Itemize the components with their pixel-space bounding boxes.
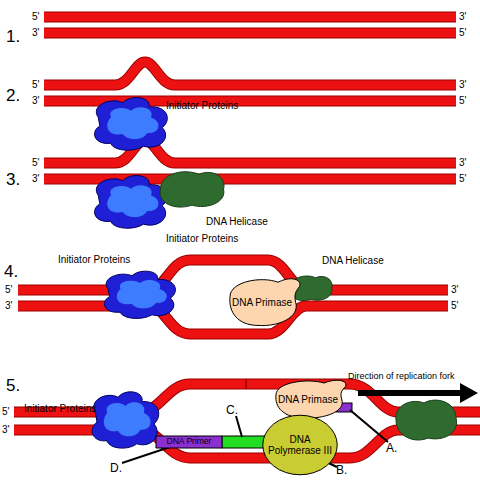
dna-strand [44, 29, 456, 38]
protein-blob [92, 392, 159, 448]
callout-letter: C. [226, 403, 238, 417]
helicase-blob [396, 400, 457, 440]
helicase-shape [157, 166, 227, 212]
callout-letter: D. [110, 461, 122, 475]
protein-blob [104, 271, 175, 318]
helicase-enzyme: DNA Helicase [157, 166, 227, 212]
node-label: DNA Primase [268, 378, 348, 420]
initiator-protein: Initiator Proteins [90, 94, 172, 152]
protein-highlight [116, 279, 167, 309]
strand-end: 3' [459, 11, 466, 23]
leader-line [322, 460, 337, 467]
dna-strand [44, 28, 456, 39]
dna-strand [44, 13, 456, 22]
step-number: 1. [6, 27, 20, 46]
dna-strand [44, 62, 456, 85]
leader-line [236, 416, 242, 437]
strand-outlines [14, 17, 480, 458]
helicase-blob [160, 172, 224, 207]
node-label: DNA Primer [156, 436, 222, 448]
strand-end: 3' [459, 157, 466, 169]
polymerase-enzyme: DNA Polymerase III [262, 414, 338, 476]
strand-end: 5' [459, 173, 466, 185]
dna-strand [44, 12, 456, 23]
strand-end: 5' [32, 79, 39, 91]
primase-enzyme: DNA Primase [222, 276, 302, 328]
step-number: 5. [6, 376, 20, 395]
strand-fills [14, 17, 480, 458]
strand-end: 3' [2, 424, 9, 436]
strand-end: 5' [459, 27, 466, 39]
strand-end: 5' [32, 157, 39, 169]
dna-strand [44, 62, 456, 85]
callout-letter: B. [336, 463, 347, 477]
step-number: 2. [6, 86, 20, 105]
initiator-shape [90, 172, 172, 230]
leader-line [122, 447, 170, 463]
node-label: DNA Polymerase III [262, 414, 338, 476]
protein-highlight [103, 402, 151, 437]
protein-highlight [107, 185, 159, 218]
strand-end: 3' [451, 284, 458, 296]
initiator-shape [90, 94, 172, 152]
step-number: 4. [4, 262, 18, 281]
node-label: DNA Helicase [206, 216, 286, 228]
primase-enzyme: DNA Primase [268, 378, 348, 420]
strand-end: 3' [32, 27, 39, 39]
initiator-protein: Initiator Proteins [90, 172, 172, 230]
strand-end: 5' [2, 406, 9, 418]
node-label: Initiator Proteins [58, 254, 153, 266]
step-number: 3. [6, 170, 20, 189]
protein-blob [95, 176, 168, 229]
direction-note: Direction of replication fork [348, 371, 455, 382]
strand-end: 5' [5, 284, 12, 296]
strand-end: 3' [459, 79, 466, 91]
primer-bar [156, 436, 222, 448]
strand-end: 5' [459, 95, 466, 107]
strand-end: 5' [451, 300, 458, 312]
node-label: Initiator Proteins [166, 233, 261, 245]
callout-letter: A. [386, 441, 397, 455]
leader-line [350, 410, 388, 442]
strand-end: 3' [32, 95, 39, 107]
fork-arrow-head [460, 383, 478, 403]
fork-arrow-shaft [358, 390, 464, 396]
strand-end: 3' [32, 173, 39, 185]
initiator-protein: Initiator Proteins [100, 268, 180, 320]
node-label: DNA Primase [222, 276, 302, 328]
strand-end: 5' [32, 11, 39, 23]
protein-blob [95, 98, 168, 151]
node-label: Initiator Proteins [166, 100, 261, 112]
strand-end: 3' [5, 300, 12, 312]
initiator-shape [100, 268, 180, 320]
node-label: Initiator Proteins [24, 403, 119, 415]
node-label: DNA Helicase [322, 255, 402, 267]
initiator-shape [88, 388, 163, 450]
initiator-protein: Initiator Proteins [88, 388, 163, 450]
strand-tick [246, 379, 247, 389]
dna-primer: DNA Primer [156, 436, 222, 448]
protein-highlight [107, 107, 159, 140]
